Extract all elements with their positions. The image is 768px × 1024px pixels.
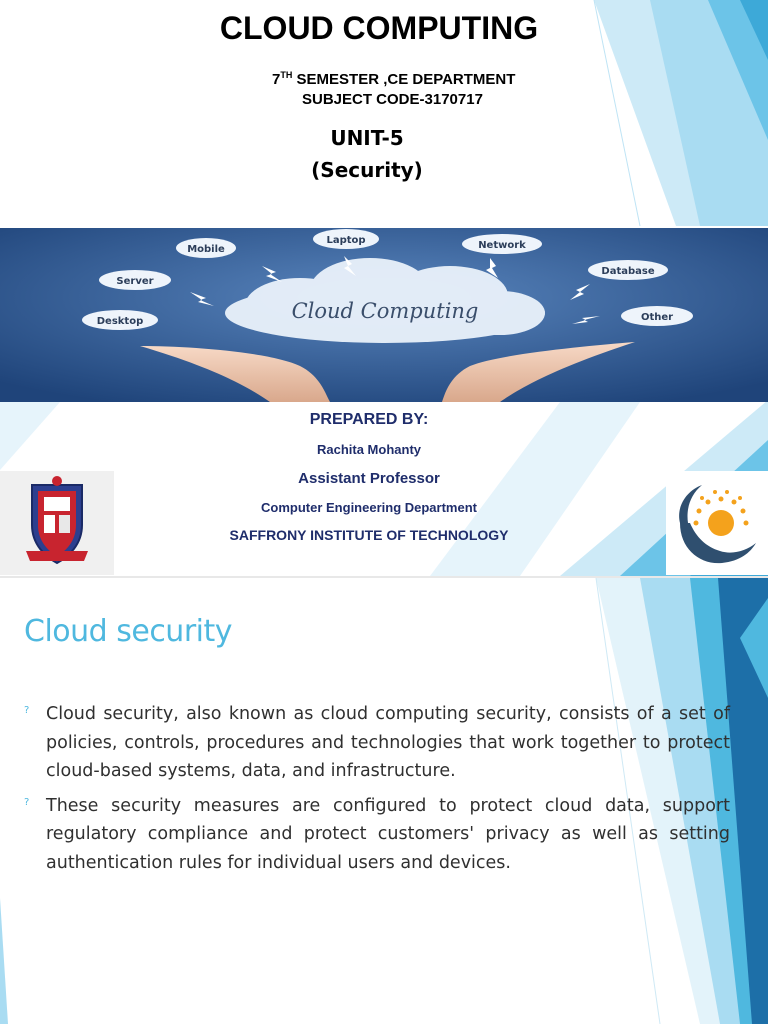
unit-heading: UNIT-5 — [330, 126, 404, 150]
author-name: Rachita Mohanty — [316, 442, 421, 457]
institute-name: SAFFRONY INSTITUTE OF TECHNOLOGY — [229, 527, 509, 543]
cloud-computing-banner: Cloud Computing Mobile Laptop Network Se… — [0, 228, 768, 402]
prepared-by-label: PREPARED BY: — [309, 411, 429, 428]
author-department: Computer Engineering Department — [261, 500, 477, 515]
title-slide: CLOUD COMPUTING 7TH SEMESTER ,CE DEPARTM… — [0, 0, 768, 576]
label-network: Network — [478, 240, 526, 251]
institute-sun-logo — [666, 471, 768, 575]
bullet-text: Cloud security, also known as cloud comp… — [46, 704, 730, 781]
label-server: Server — [116, 276, 153, 287]
slide-title: Cloud security — [24, 614, 233, 649]
label-clouds — [82, 229, 693, 330]
label-mobile: Mobile — [187, 244, 225, 255]
author-designation: Assistant Professor — [298, 470, 440, 487]
right-hand — [442, 342, 635, 402]
list-item: ? Cloud security, also known as cloud co… — [24, 700, 730, 786]
left-hand — [140, 346, 330, 402]
bullet-marker-icon: ? — [24, 705, 30, 716]
bullet-marker-icon: ? — [24, 796, 30, 808]
lightning-icons — [190, 256, 600, 324]
bullet-text: These security measures are configured t… — [46, 795, 730, 873]
subject-code: SUBJECT CODE-3170717 — [302, 91, 483, 108]
cloud-label: Cloud Computing — [292, 299, 479, 323]
sun-hand-icon — [679, 485, 756, 564]
content-slide: Cloud security ? Cloud security, also kn… — [0, 578, 768, 1024]
label-laptop: Laptop — [326, 235, 365, 246]
list-item: ? These security measures are configured… — [24, 792, 730, 878]
label-other: Other — [641, 312, 673, 323]
cloud-shape — [225, 258, 545, 343]
university-crest-logo — [0, 471, 114, 575]
slide-divider — [0, 576, 768, 578]
label-database: Database — [601, 266, 654, 277]
presentation-title: CLOUD COMPUTING — [219, 10, 539, 46]
bullet-list: ? Cloud security, also known as cloud co… — [24, 700, 730, 883]
semester-line: 7TH SEMESTER ,CE DEPARTMENT — [272, 70, 516, 88]
label-desktop: Desktop — [97, 316, 144, 327]
crest-icon — [26, 476, 88, 565]
unit-subtitle: (Security) — [311, 158, 423, 182]
